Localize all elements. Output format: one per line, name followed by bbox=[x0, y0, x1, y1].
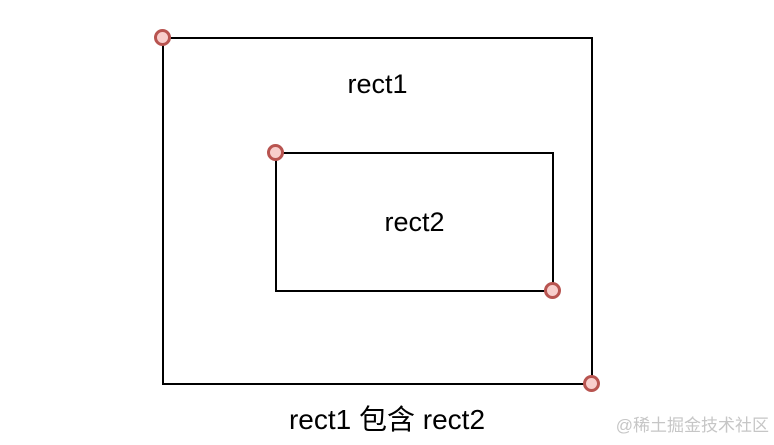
rect2-label: rect2 bbox=[384, 206, 445, 237]
rect1-shape bbox=[162, 37, 593, 385]
corner-dot-rect2-bottom-right bbox=[544, 282, 561, 299]
rect1-label: rect1 bbox=[347, 69, 408, 99]
rect2-shape: rect2 bbox=[275, 152, 554, 292]
corner-dot-rect1-bottom-right bbox=[583, 375, 600, 392]
diagram-caption: rect1 包含 rect2 bbox=[288, 404, 486, 435]
corner-dot-rect1-top-left bbox=[154, 29, 171, 46]
corner-dot-rect2-top-left bbox=[267, 144, 284, 161]
watermark-text: @稀土掘金技术社区 bbox=[615, 416, 769, 435]
